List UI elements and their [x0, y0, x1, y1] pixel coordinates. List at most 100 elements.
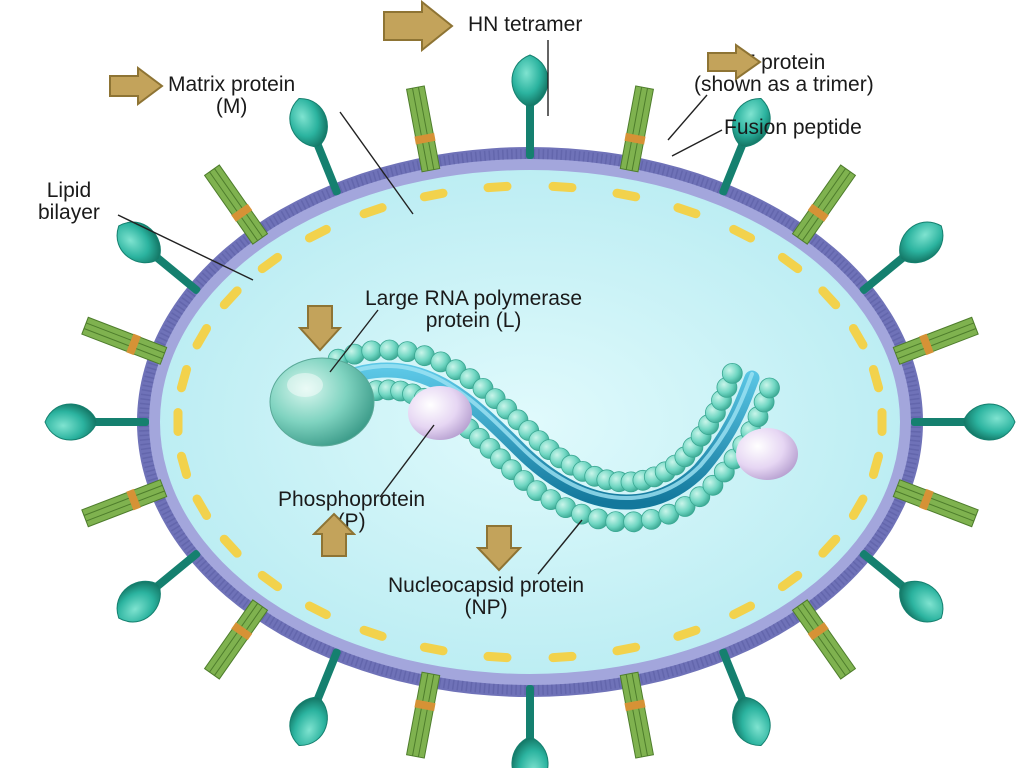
hn-stalk [526, 99, 534, 159]
fusion-peptide-band [414, 132, 436, 145]
f-rod-line [897, 328, 977, 360]
matrix-protein-dash [848, 323, 868, 350]
hn-head [962, 403, 1016, 441]
f-rod-line [631, 88, 649, 171]
phosphoprotein-left [408, 386, 472, 440]
hn-tetramer-spike [289, 648, 341, 747]
matrix-protein-dash [304, 224, 331, 243]
hn-head [899, 580, 944, 623]
f-rod [405, 671, 441, 759]
fusion-peptide-band [126, 333, 141, 356]
label-polymerase-line1: Large RNA polymerase [365, 287, 583, 310]
hn-stalk [859, 252, 909, 294]
f-rod [892, 479, 979, 528]
hn-stalk [151, 550, 201, 592]
nucleocapsid-bead [641, 509, 662, 530]
f-protein-spike [619, 671, 655, 759]
leader-lines [117, 40, 723, 575]
nucleocapsid-bead [759, 377, 780, 399]
matrix-protein-dash [548, 651, 577, 663]
label-phospho-line1: Phosphoprotein [278, 488, 426, 511]
polymerase-highlight [287, 373, 323, 397]
matrix-protein-dash [176, 451, 192, 480]
hn-head [732, 97, 771, 148]
label-f-protein: F protein (shown as a trimer) [694, 52, 874, 96]
hn-stalk [312, 138, 341, 196]
hn-tetramer-spike [719, 648, 771, 747]
hn-stalk [719, 138, 748, 196]
f-rod-line [801, 171, 851, 241]
f-rod-line [417, 674, 435, 758]
hn-tetramer-spike [116, 221, 201, 294]
matrix-protein-dash [176, 364, 192, 393]
f-rod-line [625, 674, 643, 758]
label-polymerase: Large RNA polymerase protein (L) [365, 288, 582, 332]
label-fusion-peptide: Fusion peptide [724, 117, 862, 139]
matrix-protein-dash [777, 570, 803, 592]
hn-stalk [89, 418, 149, 426]
hn-tetramer-spike [44, 403, 149, 441]
matrix-protein-dash [729, 224, 756, 243]
fusion-peptide-band [624, 132, 646, 145]
f-rod-line [801, 603, 851, 673]
arrow-icon-phosphoprotein [312, 512, 356, 557]
label-hn-tetramer: HN tetramer [468, 14, 582, 36]
f-rod [405, 85, 441, 173]
matrix-protein-dash [777, 252, 803, 274]
f-rod-line [85, 322, 165, 354]
label-polymerase-line2: protein (L) [425, 309, 522, 332]
label-nucleo-line2: (NP) [464, 596, 508, 619]
matrix-protein-dash [612, 188, 641, 202]
hn-stalk [151, 252, 201, 294]
matrix-protein-dash [304, 601, 331, 620]
leader-fusion [671, 129, 723, 157]
f-rod [81, 479, 168, 528]
arrow-icon-matrix [109, 66, 164, 106]
nucleocapsid-bead [344, 343, 365, 365]
f-rod [791, 164, 857, 245]
matrix-protein-dash [548, 181, 577, 193]
matrix-protein-dash [868, 364, 884, 393]
nucleocapsid-bead [674, 496, 696, 517]
f-rod-line [209, 171, 259, 241]
label-fusion-text: Fusion peptide [724, 116, 862, 139]
matrix-protein-dash [483, 651, 512, 663]
f-protein-spike [892, 479, 979, 528]
fusion-peptide-band [919, 333, 934, 356]
f-protein-spike [791, 164, 857, 245]
nucleocapsid-bead [361, 340, 383, 362]
matrix-protein-dash [419, 188, 448, 202]
surface-glycoproteins [44, 54, 1016, 768]
f-protein-spike [203, 599, 269, 680]
fusion-peptide-band [231, 203, 253, 222]
rna-strand [337, 362, 760, 510]
hn-tetramer-spike [859, 221, 944, 294]
matrix-protein-dash [257, 252, 283, 274]
nucleocapsid-bead [587, 508, 609, 530]
f-protein-spike [81, 316, 168, 365]
label-nucleo-line1: Nucleocapsid protein [388, 574, 585, 597]
label-hn-text: HN tetramer [468, 13, 583, 36]
hn-stalk [312, 648, 341, 706]
f-rod [203, 599, 269, 680]
label-matrix-protein: Matrix protein (M) [168, 74, 295, 118]
nucleocapsid-bead [702, 474, 724, 496]
f-rod-line [209, 603, 259, 673]
f-rod-line [417, 86, 435, 170]
f-protein-spike [405, 85, 441, 173]
rna-strand-highlight [343, 363, 754, 501]
arrow-icon-hn [383, 0, 454, 52]
label-lipid-bilayer: Lipid bilayer [38, 180, 100, 224]
matrix-protein-dash [419, 642, 448, 656]
matrix-protein-dash [848, 494, 868, 521]
matrix-protein-dash [612, 642, 641, 656]
phosphoprotein-right [736, 428, 798, 480]
hn-head [116, 580, 161, 623]
label-nucleocapsid: Nucleocapsid protein (NP) [388, 575, 584, 619]
arrow-icon-f-protein [707, 43, 762, 81]
matrix-protein-dash [673, 625, 701, 641]
f-rod-line [83, 484, 163, 516]
f-protein-spike [203, 164, 269, 245]
f-rod [791, 599, 857, 680]
